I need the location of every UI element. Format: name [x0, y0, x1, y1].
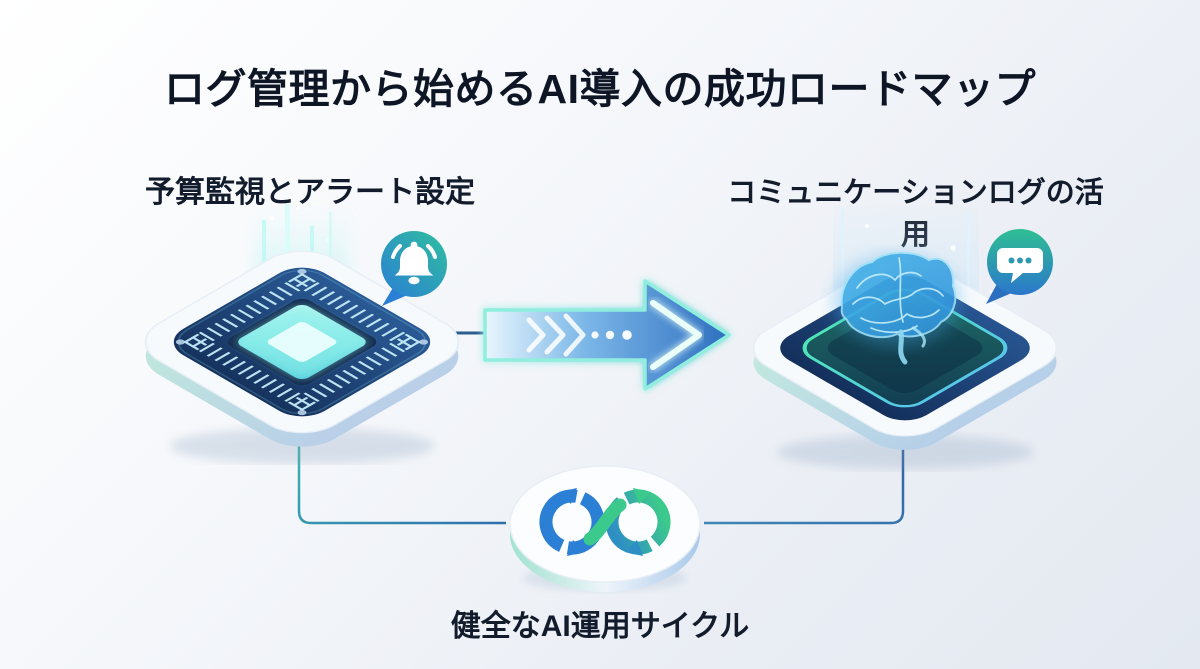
chat-bubble-icon: [986, 229, 1053, 304]
platform-shadow: [777, 435, 1033, 469]
ai-brain-platform-illustration: [752, 206, 1058, 469]
ai-brain-hologram: [833, 251, 961, 365]
cpu-chip-platform-illustration: [144, 204, 460, 464]
label-ai-operation-cycle: 健全なAI運用サイクル: [450, 610, 750, 643]
label-budget-alerts: 予算監視とアラート設定: [145, 176, 475, 209]
page-title: ログ管理から始めるAI導入の成功ロードマップ: [164, 66, 1036, 112]
infinity-cycle-disc-icon: [509, 465, 701, 592]
cycle-line-right: [704, 432, 905, 525]
bell-notification-icon: [381, 231, 447, 306]
cycle-line-left: [297, 430, 506, 525]
right-arrow-icon: [483, 279, 731, 391]
